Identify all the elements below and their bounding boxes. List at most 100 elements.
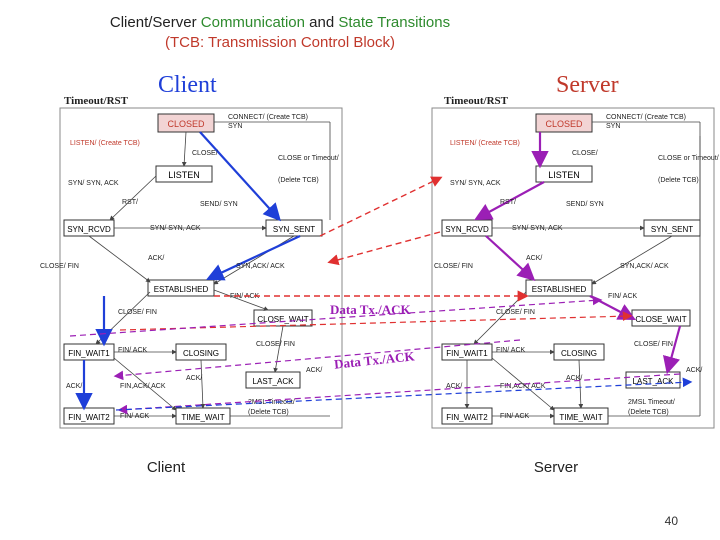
server-label-syn-synack2: SYN/ SYN, ACK bbox=[512, 225, 563, 232]
slide-subtitle: (TCB: Transmission Control Block) bbox=[164, 34, 396, 51]
server-state-listen-label: LISTEN bbox=[548, 170, 580, 180]
server-label-close-fin-left: CLOSE/ FIN bbox=[434, 263, 473, 270]
title-prefix: Client/Server bbox=[109, 14, 201, 31]
server-state-last-ack-label: LAST_ACK bbox=[633, 377, 675, 386]
server-state-established bbox=[525, 279, 593, 297]
server-state-syn-sent-label: SYN_SENT bbox=[651, 225, 693, 234]
server-syn-rcvd-arrow bbox=[474, 181, 545, 221]
server-state-closed bbox=[535, 113, 593, 133]
msg-syn-to-server bbox=[319, 176, 443, 237]
client-state-closing-label: CLOSING bbox=[183, 349, 219, 358]
server-state-closed-label: CLOSED bbox=[545, 119, 583, 129]
server-label-listen: LISTEN/ (Create TCB) bbox=[450, 140, 520, 147]
server-last-ack-arrow bbox=[662, 325, 682, 375]
server-state-fin-wait2-label: FIN_WAIT2 bbox=[446, 413, 488, 422]
page-number: 40 bbox=[664, 514, 678, 528]
server-bottom-label: Server bbox=[534, 459, 578, 476]
server-heading: Server bbox=[556, 72, 619, 98]
client-label-ack4: ACK/ bbox=[306, 367, 322, 374]
client-label-ack3: ACK/ bbox=[186, 375, 202, 382]
server-label-ack4: ACK/ bbox=[686, 367, 702, 374]
client-diagram: Client Timeout/RST CLOSED LISTEN SYN_RCV… bbox=[40, 72, 343, 429]
msg-final-ack bbox=[115, 377, 693, 411]
client-label-syn-synack2: SYN/ SYN, ACK bbox=[150, 225, 201, 232]
server-state-time-wait-label: TIME_WAIT bbox=[559, 413, 602, 422]
client-label-close-timeout: CLOSE or Timeout/ bbox=[278, 155, 339, 162]
client-label-delete-tcb: (Delete TCB) bbox=[278, 177, 319, 184]
server-label-msl: 2MSL Timeout/ bbox=[628, 399, 675, 406]
client-label-close-fin: CLOSE/ FIN bbox=[118, 309, 157, 316]
title-mid: and bbox=[304, 14, 339, 31]
client-label-fin-ack2: FIN/ ACK bbox=[118, 347, 148, 354]
slide-title: Client/Server Communication and State Tr… bbox=[0, 14, 560, 31]
server-established-arrow bbox=[485, 235, 536, 281]
server-frame bbox=[431, 107, 715, 429]
server-label-delete-tcb: (Delete TCB) bbox=[658, 177, 699, 184]
server-label-ack2: ACK/ bbox=[446, 383, 462, 390]
server-label-syn-synack: SYN/ SYN, ACK bbox=[450, 180, 501, 187]
server-label-send-syn: SEND/ SYN bbox=[566, 201, 604, 208]
title-highlight-state-transitions: State Transitions bbox=[338, 14, 451, 31]
client-label-close-fin2: CLOSE/ FIN bbox=[256, 341, 295, 348]
server-label-close-fin2: CLOSE/ FIN bbox=[634, 341, 673, 348]
client-heading: Client bbox=[158, 72, 217, 98]
title-highlight-communication: Communication bbox=[200, 14, 305, 31]
client-established-arrow bbox=[206, 235, 301, 281]
server-label-synack-ack: SYN,ACK/ ACK bbox=[620, 263, 669, 270]
client-label-close-fin-left: CLOSE/ FIN bbox=[40, 263, 79, 270]
client-frame bbox=[59, 107, 343, 429]
client-state-closed-label: CLOSED bbox=[167, 119, 205, 129]
server-state-established-label: ESTABLISHED bbox=[532, 285, 587, 294]
server-state-closing-label: CLOSING bbox=[561, 349, 597, 358]
client-state-syn-sent-label: SYN_SENT bbox=[273, 225, 315, 234]
server-state-close-wait-label: CLOSE_WAIT bbox=[635, 315, 686, 324]
client-label-syn: SYN bbox=[228, 123, 242, 130]
client-state-established-label: ESTABLISHED bbox=[154, 285, 209, 294]
server-label-delete-tcb2: (Delete TCB) bbox=[628, 409, 669, 416]
client-label-fin-ack3: FIN/ ACK bbox=[120, 413, 150, 420]
message-flows: Data Tx./ACK Data Tx./ACK bbox=[69, 176, 693, 415]
client-state-time-wait-label: TIME_WAIT bbox=[181, 413, 224, 422]
client-label-ack2: ACK/ bbox=[66, 383, 82, 390]
client-label-rst: RST/ bbox=[122, 199, 138, 206]
server-state-fin-wait1-label: FIN_WAIT1 bbox=[446, 349, 488, 358]
client-timeout-label: Timeout/RST bbox=[64, 95, 129, 107]
client-label-connect: CONNECT/ (Create TCB) bbox=[228, 114, 308, 121]
client-connect-arrow bbox=[199, 131, 281, 222]
client-state-close-wait-label: CLOSE_WAIT bbox=[257, 315, 308, 324]
server-state-listen bbox=[535, 165, 593, 183]
msg-fin-purple bbox=[117, 373, 681, 415]
client-state-established bbox=[147, 279, 215, 297]
client-state-syn-rcvd-label: SYN_RCVD bbox=[67, 225, 111, 234]
server-label-ack: ACK/ bbox=[526, 255, 542, 262]
server-label-finack-ack: FIN,ACK/ ACK bbox=[500, 383, 546, 390]
client-label-finack-ack: FIN,ACK/ ACK bbox=[120, 383, 166, 390]
server-diagram: Server Timeout/RST CLOSED LISTEN SYN_RCV… bbox=[431, 72, 719, 429]
server-label-syn: SYN bbox=[606, 123, 620, 130]
server-label-rst: RST/ bbox=[500, 199, 516, 206]
server-label-close-timeout: CLOSE or Timeout/ bbox=[658, 155, 719, 162]
server-label-ack3: ACK/ bbox=[566, 375, 582, 382]
client-state-last-ack-label: LAST_ACK bbox=[253, 377, 295, 386]
server-label-fin-ack: FIN/ ACK bbox=[608, 293, 638, 300]
client-label-close: CLOSE/ bbox=[192, 150, 218, 157]
server-label-fin-ack3: FIN/ ACK bbox=[500, 413, 530, 420]
server-label-close-fin: CLOSE/ FIN bbox=[496, 309, 535, 316]
client-bottom-label: Client bbox=[147, 459, 186, 476]
server-label-connect: CONNECT/ (Create TCB) bbox=[606, 114, 686, 121]
server-timeout-label: Timeout/RST bbox=[444, 95, 509, 107]
client-label-listen: LISTEN/ (Create TCB) bbox=[70, 140, 140, 147]
msg-fin-to-server bbox=[119, 311, 633, 331]
client-label-synack-ack: SYN,ACK/ ACK bbox=[236, 263, 285, 270]
msg-synack-to-client bbox=[327, 231, 441, 266]
client-state-fin-wait1-label: FIN_WAIT1 bbox=[68, 349, 110, 358]
server-label-fin-ack2: FIN/ ACK bbox=[496, 347, 526, 354]
server-state-syn-rcvd-label: SYN_RCVD bbox=[445, 225, 489, 234]
data-tx-label-upper: Data Tx./ACK bbox=[330, 302, 412, 317]
data-tx-label-lower: Data Tx./ACK bbox=[333, 348, 416, 371]
msg-ack-purple-2 bbox=[113, 339, 521, 381]
msg-ack-purple-1 bbox=[69, 295, 603, 337]
client-state-listen-label: LISTEN bbox=[168, 170, 200, 180]
client-label-syn-synack: SYN/ SYN, ACK bbox=[68, 180, 119, 187]
